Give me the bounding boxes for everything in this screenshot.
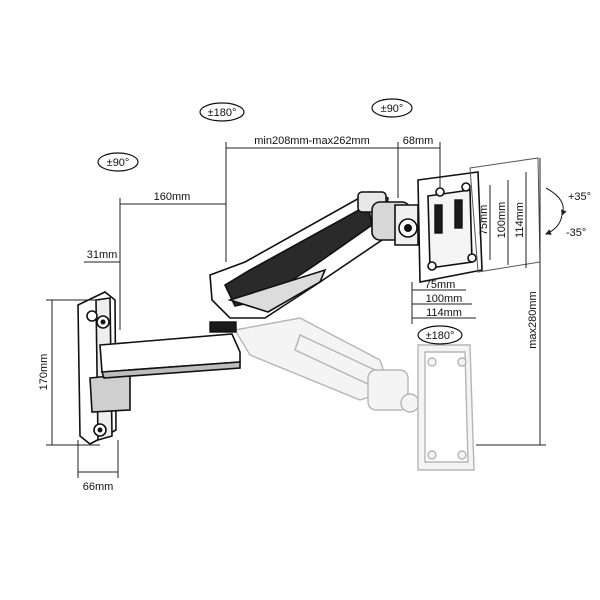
vesa-100-v-label: 100mm <box>496 202 508 239</box>
dimension-lines <box>46 142 567 478</box>
rotation-badge-middle: ±180° <box>199 102 245 122</box>
svg-text:±180°: ±180° <box>208 107 237 119</box>
vesa-hole <box>461 182 471 192</box>
height-range-label: max280mm <box>527 291 539 348</box>
first-arm <box>89 321 241 413</box>
rotation-badge-left: ±90° <box>97 152 139 172</box>
rotation-badge-bottom: ±180° <box>417 325 463 345</box>
ghost-arm-position <box>233 317 475 471</box>
plate-width-label: 66mm <box>83 481 114 493</box>
vesa-hole <box>435 187 445 197</box>
gas-spring-arm <box>209 191 389 319</box>
plate-height-label: 170mm <box>38 354 50 391</box>
screw-hole <box>86 310 98 322</box>
vesa-hole <box>427 261 437 271</box>
vesa-114-h-label: 114mm <box>426 307 462 319</box>
tilt-up-label: +35° <box>568 191 591 203</box>
svg-text:±180°: ±180° <box>426 330 455 342</box>
first-arm-label: 160mm <box>154 191 191 203</box>
tilt-joint <box>371 201 419 246</box>
vesa-100-h-label: 100mm <box>426 293 463 305</box>
vesa-114-v-label: 114mm <box>514 202 526 238</box>
head-depth-label: 68mm <box>403 135 434 147</box>
svg-text:±90°: ±90° <box>107 157 130 169</box>
rotation-badge-top-right: ±90° <box>371 98 413 118</box>
vesa-75-h-label: 75mm <box>425 279 456 291</box>
vesa-hole <box>467 253 477 263</box>
arm-length-label: min208mm-max262mm <box>254 135 370 147</box>
tilt-down-label: -35° <box>566 227 586 239</box>
offset-label: 31mm <box>87 249 118 261</box>
svg-text:±90°: ±90° <box>381 103 404 115</box>
vesa-plate <box>417 171 483 283</box>
vesa-75-v-label: 75mm <box>478 205 490 236</box>
